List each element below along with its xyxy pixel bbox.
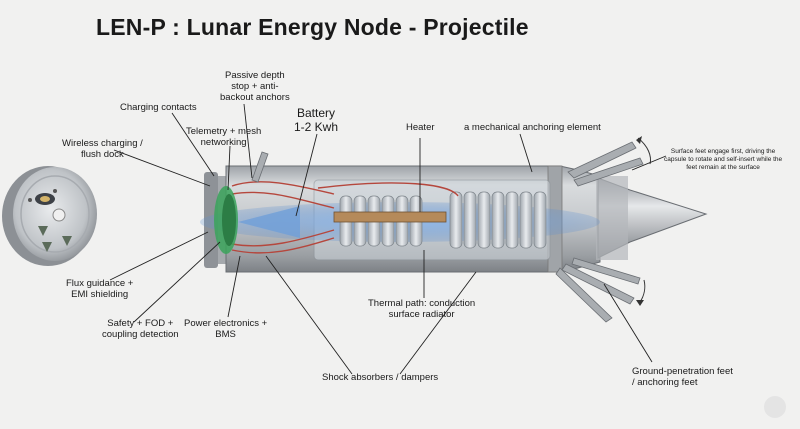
- label-charging-contacts: Charging contacts: [120, 102, 197, 113]
- label-passive-depth-stop: Passive depth stop + anti- backout ancho…: [220, 70, 290, 103]
- label-safety-fod: Safety + FOD + coupling detection: [102, 318, 179, 340]
- label-line: feet remain at the surface: [686, 164, 760, 171]
- charging-dock-disc: [2, 166, 97, 266]
- watermark-badge: [764, 396, 786, 418]
- label-line: Power electronics +: [184, 318, 268, 329]
- label-ground-penetration: Ground-penetration feet / anchoring feet: [632, 366, 733, 388]
- label-line: Surface feet engage first, driving the: [670, 148, 776, 155]
- label-line: EMI shielding: [71, 289, 129, 300]
- label-line: / anchoring feet: [632, 377, 698, 388]
- label-line: surface radiator: [388, 309, 455, 320]
- anchoring-feet: [251, 141, 644, 323]
- charging-coil: [214, 186, 238, 254]
- label-wireless-charging: Wireless charging / flush dock: [62, 138, 143, 160]
- label-line: flush dock: [81, 149, 124, 160]
- label-line: Flux guidance +: [66, 278, 134, 289]
- label-line: Thermal path: conduction: [368, 298, 476, 309]
- label-battery: Battery 1-2 Kwh: [294, 106, 338, 134]
- label-line: backout anchors: [220, 92, 290, 103]
- label-telemetry: Telemetry + mesh networking: [186, 126, 261, 148]
- label-flux-guidance: Flux guidance + EMI shielding: [66, 278, 133, 300]
- label-line: Ground-penetration feet: [632, 366, 733, 377]
- label-line: networking: [200, 137, 247, 148]
- wiring: [231, 181, 459, 254]
- label-line: capsule to rotate and self-insert while …: [664, 156, 783, 163]
- label-power-electronics: Power electronics + BMS: [184, 318, 267, 340]
- label-shock-absorbers: Shock absorbers / dampers: [322, 372, 439, 383]
- leader-lines: [109, 103, 667, 375]
- label-anchoring-element: a mechanical anchoring element: [464, 122, 601, 133]
- label-line: Safety + FOD +: [107, 318, 174, 329]
- label-thermal-path: Thermal path: conduction surface radiato…: [368, 298, 475, 320]
- label-line: coupling detection: [102, 329, 179, 340]
- label-surface-feet-note: Surface feet engage first, driving the c…: [664, 148, 782, 172]
- label-heater: Heater: [406, 122, 435, 133]
- label-line: Wireless charging /: [62, 138, 143, 149]
- heater-plate: [333, 211, 447, 223]
- label-line: 1-2 Kwh: [294, 120, 339, 134]
- label-line: Battery: [297, 106, 336, 120]
- label-line: Passive depth: [225, 70, 285, 81]
- page-title: LEN-P : Lunar Energy Node - Projectile: [96, 14, 529, 40]
- label-line: BMS: [215, 329, 236, 340]
- label-line: Telemetry + mesh: [186, 126, 262, 137]
- label-line: stop + anti-: [231, 81, 279, 92]
